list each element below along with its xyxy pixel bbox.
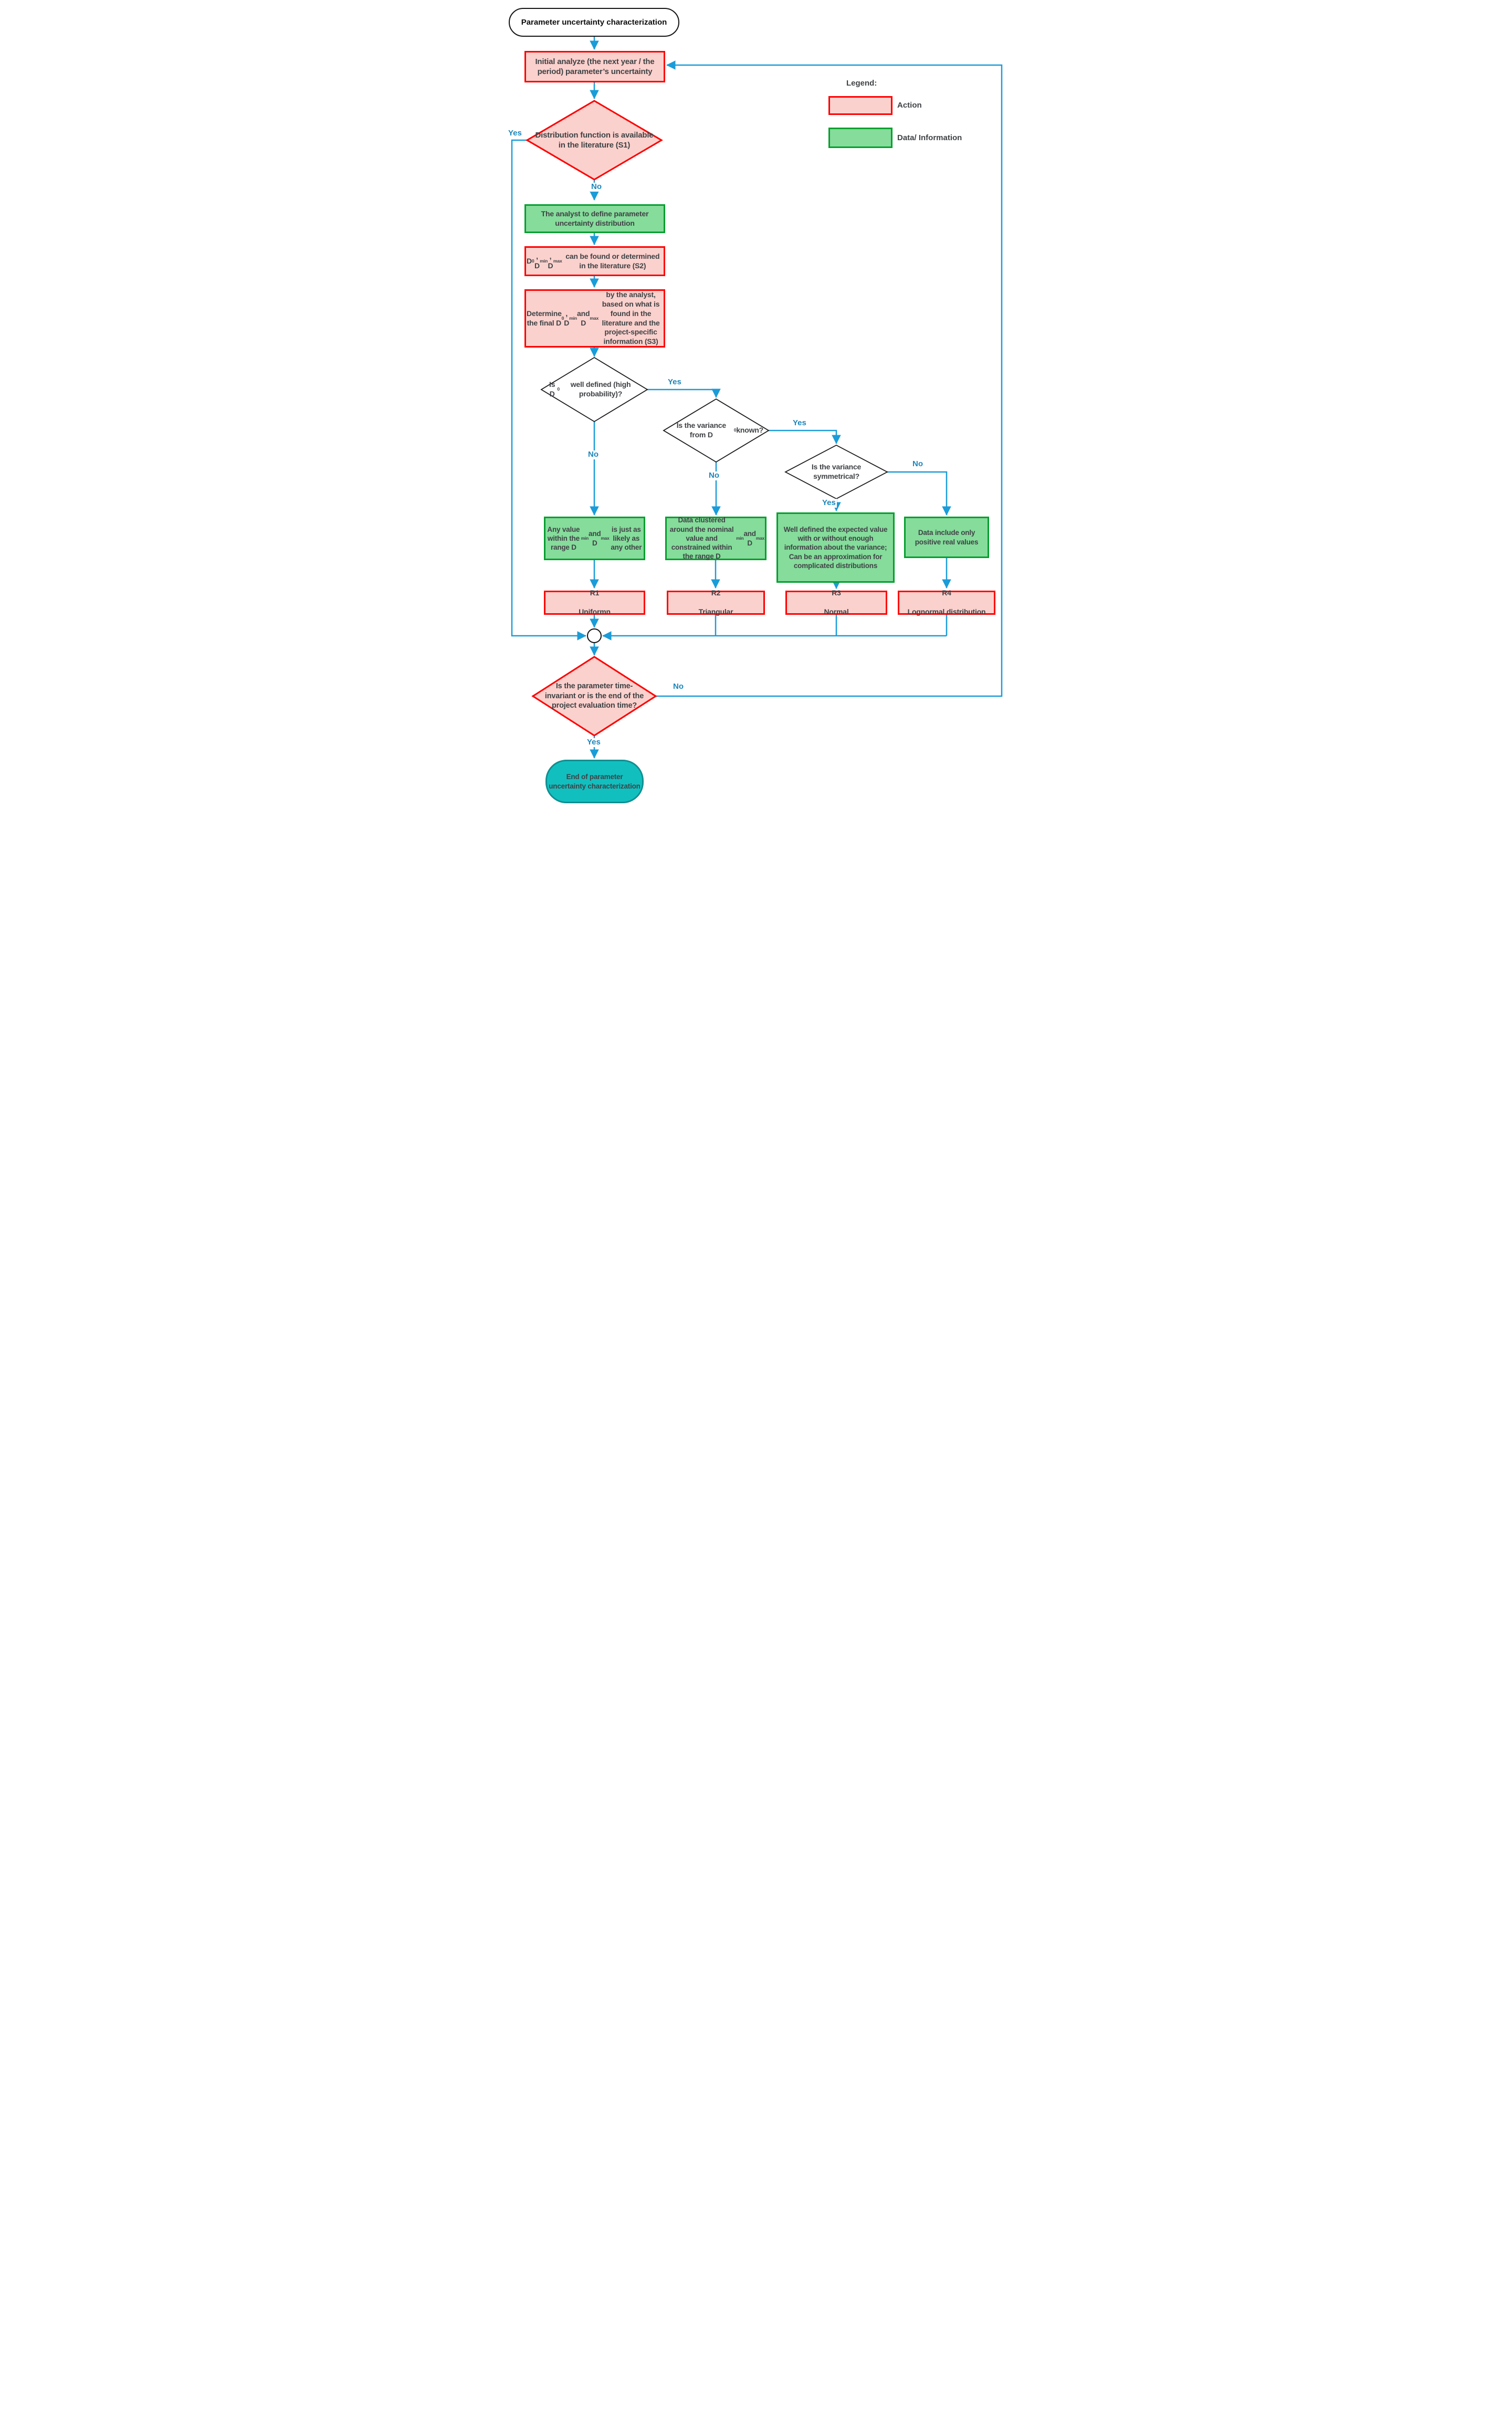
edge-s1-yes-loop [511, 139, 587, 641]
info-normal-label: Well defined the expected value with or … [783, 525, 888, 570]
connector-layer [511, 37, 1003, 759]
result-r4-label: R4 Lognormal distribution [899, 589, 994, 616]
branch-label-s1-yes: Yes [507, 129, 523, 138]
decision-time-invariant-diamond [531, 656, 657, 737]
result-r1-dist: Uniformn [579, 607, 611, 616]
branch-label-d2-no: No [587, 450, 600, 459]
branch-label-d2-yes: Yes [667, 377, 682, 387]
result-r1-code: R1 [590, 589, 600, 597]
result-r1-box [544, 591, 645, 615]
start-terminator-label: Parameter uncertainty characterization [521, 18, 667, 27]
decision-s1-diamond [526, 100, 663, 181]
end-terminator-label: End of parameter uncertainty characteriz… [549, 773, 640, 790]
initial-analyze-label: Initial analyze (the next year / the per… [535, 57, 655, 76]
decision-variance-symmetrical-label: Is the variance symmetrical? [811, 463, 862, 480]
info-lognormal-box [904, 517, 989, 558]
branch-label-d3-no: No [708, 471, 720, 480]
result-r3-dist: Normal [824, 607, 849, 616]
analyst-define-box [524, 204, 665, 233]
result-r4-dist: Lognormal distribution [907, 607, 986, 616]
branch-label-s1-no: No [590, 182, 603, 192]
result-r3-label: R3 Normal [788, 589, 885, 616]
branch-label-d5-yes: Yes [586, 738, 602, 747]
result-r2-dist: Triangular [698, 607, 733, 616]
s3-box [524, 289, 665, 348]
legend-data-label: Data/ Information [897, 133, 962, 142]
result-r2-label: R2 Triangular [669, 589, 763, 616]
info-uniform-box [544, 517, 645, 560]
result-r2-code: R2 [711, 589, 721, 597]
decision-well-defined-diamond [540, 356, 648, 423]
info-triangular-label: Data clustered around the nominal value … [669, 516, 764, 561]
end-terminator [545, 760, 644, 803]
edge-d2-yes [647, 389, 721, 398]
decision-s1-label: Distribution function is available in th… [535, 130, 654, 150]
info-lognormal-label: Data include only positive real values [915, 529, 979, 546]
result-r4-code: R4 [942, 589, 951, 597]
legend-action-label: Action [897, 101, 922, 110]
merge-connector-circle [587, 628, 602, 643]
initial-analyze-box [524, 51, 665, 82]
edge-d5-no-loop [656, 60, 1003, 697]
result-r3-code: R3 [832, 589, 841, 597]
branch-label-d4-yes: Yes [821, 498, 837, 508]
branch-label-d4-no: No [911, 459, 924, 469]
branch-label-d5-no: No [672, 682, 685, 691]
legend-title: Legend: [846, 79, 877, 88]
result-r3-box [785, 591, 887, 615]
analyst-define-label: The analyst to define parameter uncertai… [541, 209, 649, 227]
decision-time-invariant-label: Is the parameter time-invariant or is th… [544, 682, 644, 710]
result-r1-label: R1 Uniformn [546, 589, 643, 616]
s2-box [524, 246, 665, 276]
edge-d3-yes [769, 429, 841, 445]
result-r4-box [898, 591, 995, 615]
edge-d4-no [887, 471, 951, 516]
branch-label-d3-yes: Yes [792, 418, 807, 428]
result-r2-box [667, 591, 765, 615]
decision-variance-known-diamond [663, 398, 770, 463]
info-triangular-box [665, 517, 766, 560]
flowchart-canvas: Parameter uncertainty characterization I… [504, 0, 1008, 809]
legend-data-swatch [828, 128, 892, 148]
legend-action-swatch [828, 96, 892, 115]
start-terminator: Parameter uncertainty characterization [509, 8, 679, 37]
